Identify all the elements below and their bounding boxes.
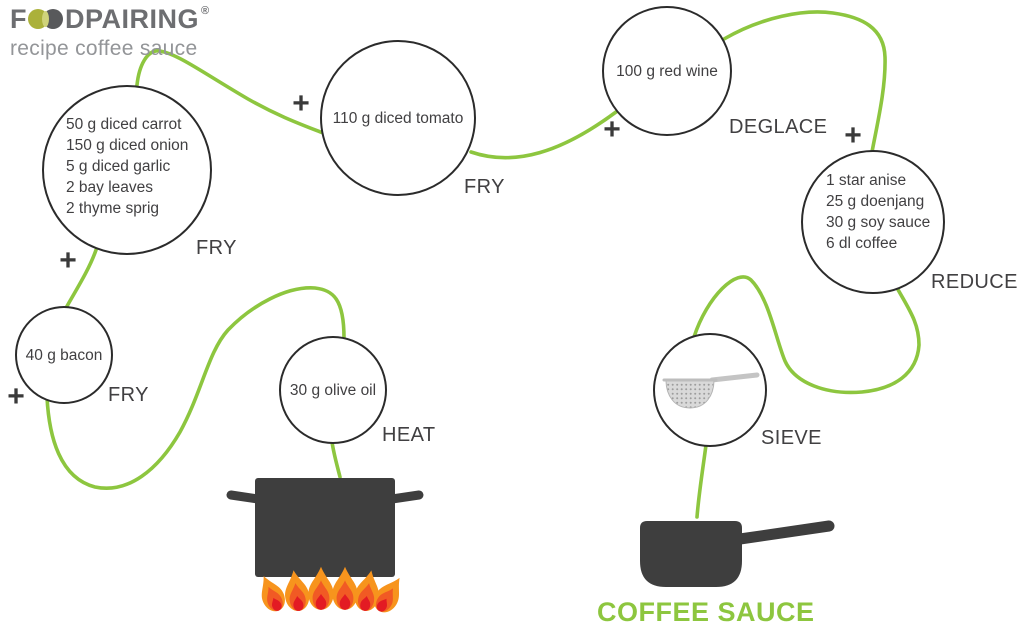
pot-left-handle	[226, 490, 263, 504]
node-circle-bacon	[15, 306, 113, 404]
plus-icon-bacon: +	[7, 379, 25, 413]
saucepan-handle	[734, 520, 835, 545]
foodpairing-logo: F DPAIRING ®	[10, 3, 210, 34]
plus-icon-tomato: +	[292, 86, 310, 120]
coffee-sauce-label: COFFEE SAUCE	[597, 597, 815, 627]
action-heat: HEAT	[382, 424, 436, 446]
sieve-handle	[709, 372, 760, 383]
node-circle-tomato	[320, 40, 476, 196]
connector-tomato-to-redwine	[469, 110, 618, 160]
pot-body	[255, 478, 395, 577]
ingredients-tomato: 110 g diced tomato	[332, 110, 464, 127]
action-fry-tomato: FRY	[464, 176, 505, 198]
registered-mark: ®	[201, 5, 210, 17]
sieve-icon	[662, 372, 760, 409]
connector-veggies-to-bacon	[64, 248, 98, 310]
connector-oliveoil-to-pot	[330, 440, 342, 479]
node-circle-oliveoil	[279, 336, 387, 444]
logo-circles-icon	[28, 8, 64, 30]
sieve-bowl	[665, 379, 715, 409]
brand-header: F DPAIRING ® recipe coffee sauce	[10, 3, 210, 61]
saucepan-body	[640, 521, 742, 587]
plus-icon-spices: +	[844, 118, 862, 152]
pot-right-handle	[387, 490, 424, 504]
node-circle-veggies	[42, 85, 212, 255]
action-reduce: REDUCE	[931, 271, 1018, 293]
connector-redwine-to-spices	[722, 10, 887, 154]
connector-sieve-to-saucepan	[695, 443, 708, 519]
connector-spices-to-sieve	[692, 275, 921, 395]
plus-icon-veggies: +	[59, 243, 77, 277]
ingredients-veggies: 50 g diced carrot 150 g diced onion 5 g …	[66, 116, 189, 217]
node-circle-redwine	[602, 6, 732, 136]
connector-veggies-to-tomato	[135, 49, 325, 135]
connector-bacon-to-oliveoil	[45, 286, 346, 490]
ingredients-redwine: 100 g red wine	[616, 63, 718, 80]
node-circle-spices	[801, 150, 945, 294]
logo-text-rest: DPAIRING	[65, 3, 200, 34]
action-fry-veggies: FRY	[196, 237, 237, 259]
action-sieve: SIEVE	[761, 427, 822, 449]
logo-overlap-lens	[42, 11, 49, 27]
ingredients-oliveoil: 30 g olive oil	[289, 382, 377, 399]
action-fry-bacon: FRY	[108, 384, 149, 406]
logo-letter-f: F	[10, 3, 27, 34]
action-deglace: DEGLACE	[729, 116, 828, 138]
plus-icon-redwine: +	[603, 112, 621, 146]
ingredients-spices: 1 star anise 25 g doenjang 30 g soy sauc…	[826, 172, 931, 252]
connector-paths	[45, 10, 921, 519]
saucepan-icon	[640, 520, 835, 587]
ingredients-bacon: 40 g bacon	[25, 347, 103, 364]
pot-icon	[226, 478, 424, 577]
recipe-subtitle: recipe coffee sauce	[10, 37, 198, 60]
